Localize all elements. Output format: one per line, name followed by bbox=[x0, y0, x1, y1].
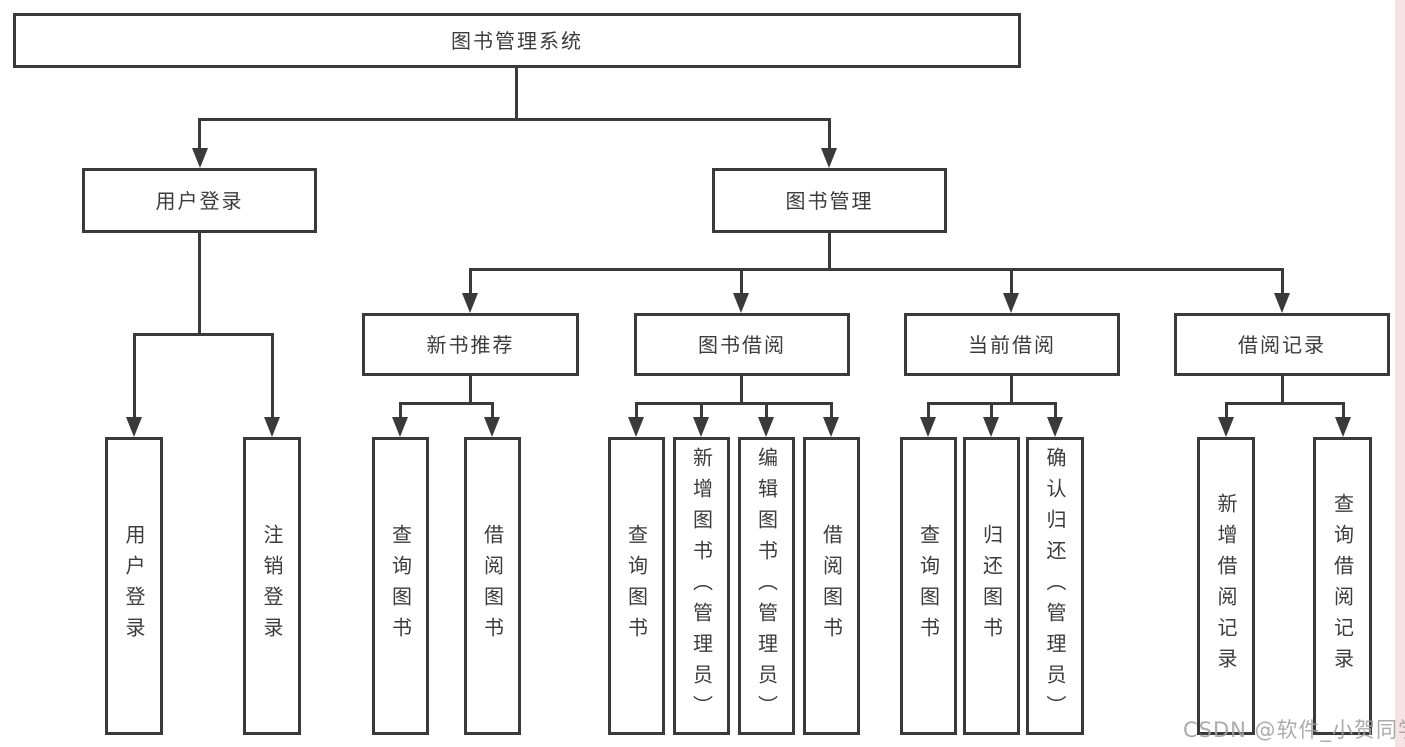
connector-line bbox=[399, 402, 494, 405]
node-label: 查询图书 bbox=[916, 524, 941, 648]
connector-line bbox=[515, 67, 518, 120]
connector-line bbox=[198, 118, 201, 150]
connector-line bbox=[828, 232, 831, 271]
node-query-books-current: 查询图书 bbox=[900, 437, 957, 735]
arrow-down-icon bbox=[192, 148, 208, 168]
node-borrowing-records: 借阅记录 bbox=[1174, 313, 1390, 376]
connector-line bbox=[990, 402, 993, 420]
node-add-books-admin: 新增图书（管理员） bbox=[673, 437, 730, 735]
node-logout-action: 注销登录 bbox=[243, 437, 301, 735]
arrow-down-icon bbox=[1047, 417, 1063, 437]
connector-line bbox=[399, 402, 402, 420]
connector-line bbox=[700, 402, 703, 420]
node-label: 新书推荐 bbox=[426, 332, 515, 357]
connector-line bbox=[271, 333, 274, 421]
node-root: 图书管理系统 bbox=[13, 13, 1021, 68]
node-add-borrow-record: 新增借阅记录 bbox=[1197, 437, 1255, 735]
arrow-down-icon bbox=[733, 293, 749, 313]
connector-line bbox=[1010, 268, 1013, 296]
node-borrow-books-recommend: 借阅图书 bbox=[464, 437, 521, 735]
watermark: CSDN @软件_小贺同学 bbox=[1183, 718, 1405, 742]
node-current-borrowing: 当前借阅 bbox=[904, 313, 1120, 376]
node-query-books-recommend: 查询图书 bbox=[372, 437, 429, 735]
arrow-down-icon bbox=[462, 293, 478, 313]
connector-line bbox=[1225, 402, 1228, 420]
connector-line bbox=[469, 375, 472, 405]
connector-line bbox=[635, 402, 638, 420]
node-new-book-recommend: 新书推荐 bbox=[362, 313, 579, 376]
node-label: 当前借阅 bbox=[968, 332, 1056, 357]
node-label: 查询图书 bbox=[388, 524, 413, 648]
node-label: 注销登录 bbox=[260, 524, 284, 648]
connector-line bbox=[469, 268, 1284, 271]
connector-line bbox=[1281, 375, 1284, 405]
node-label: 确认归还（管理员） bbox=[1043, 446, 1067, 726]
connector-line bbox=[469, 268, 472, 296]
arrow-down-icon bbox=[392, 417, 408, 437]
node-label: 借阅记录 bbox=[1238, 332, 1326, 357]
connector-line bbox=[1281, 268, 1284, 296]
connector-line bbox=[1225, 402, 1345, 405]
connector-line bbox=[133, 333, 274, 336]
connector-line bbox=[491, 402, 494, 420]
connector-line bbox=[830, 402, 833, 420]
node-label: 查询借阅记录 bbox=[1330, 493, 1355, 679]
connector-line bbox=[828, 118, 831, 150]
node-book-management: 图书管理 bbox=[712, 168, 947, 233]
connector-line bbox=[1054, 402, 1057, 420]
arrow-down-icon bbox=[823, 417, 839, 437]
arrow-down-icon bbox=[821, 148, 837, 168]
arrow-down-icon bbox=[983, 417, 999, 437]
node-label: 借阅图书 bbox=[480, 524, 505, 648]
connector-line bbox=[740, 268, 743, 296]
node-label: 图书管理 bbox=[785, 188, 874, 213]
connector-line bbox=[740, 375, 743, 405]
node-return-books: 归还图书 bbox=[963, 437, 1020, 735]
arrow-down-icon bbox=[1218, 417, 1234, 437]
right-edge-strip bbox=[1395, 0, 1405, 747]
node-user-login: 用户登录 bbox=[82, 168, 317, 233]
arrow-down-icon bbox=[628, 417, 644, 437]
arrow-down-icon bbox=[484, 417, 500, 437]
node-label: 新增图书（管理员） bbox=[689, 446, 714, 726]
node-query-books-borrowing: 查询图书 bbox=[608, 437, 665, 735]
node-label: 图书借阅 bbox=[698, 332, 786, 357]
connector-line bbox=[133, 333, 136, 421]
node-label: 图书管理系统 bbox=[451, 28, 583, 53]
arrow-down-icon bbox=[264, 417, 280, 437]
connector-line bbox=[635, 402, 833, 405]
arrow-down-icon bbox=[1003, 293, 1019, 313]
connector-line bbox=[198, 232, 201, 336]
arrow-down-icon bbox=[758, 417, 774, 437]
node-query-borrow-record: 查询借阅记录 bbox=[1313, 437, 1372, 735]
node-edit-books-admin: 编辑图书（管理员） bbox=[738, 437, 795, 735]
node-user-login-action: 用户登录 bbox=[105, 437, 163, 735]
arrow-down-icon bbox=[1335, 417, 1351, 437]
connector-line bbox=[1010, 375, 1013, 405]
arrow-down-icon bbox=[920, 417, 936, 437]
node-book-borrowing: 图书借阅 bbox=[634, 313, 850, 376]
node-label: 编辑图书（管理员） bbox=[754, 446, 779, 726]
node-label: 借阅图书 bbox=[819, 524, 844, 648]
node-confirm-return-admin: 确认归还（管理员） bbox=[1026, 437, 1084, 735]
connector-line bbox=[198, 118, 831, 121]
node-label: 用户登录 bbox=[155, 188, 244, 213]
node-label: 查询图书 bbox=[624, 524, 649, 648]
node-label: 归还图书 bbox=[979, 524, 1004, 648]
arrow-down-icon bbox=[1274, 293, 1290, 313]
arrow-down-icon bbox=[126, 417, 142, 437]
node-label: 用户登录 bbox=[122, 524, 146, 648]
node-borrow-books: 借阅图书 bbox=[803, 437, 860, 735]
connector-line bbox=[1342, 402, 1345, 420]
node-label: 新增借阅记录 bbox=[1214, 493, 1238, 679]
connector-line bbox=[927, 402, 930, 420]
connector-line bbox=[765, 402, 768, 420]
arrow-down-icon bbox=[693, 417, 709, 437]
